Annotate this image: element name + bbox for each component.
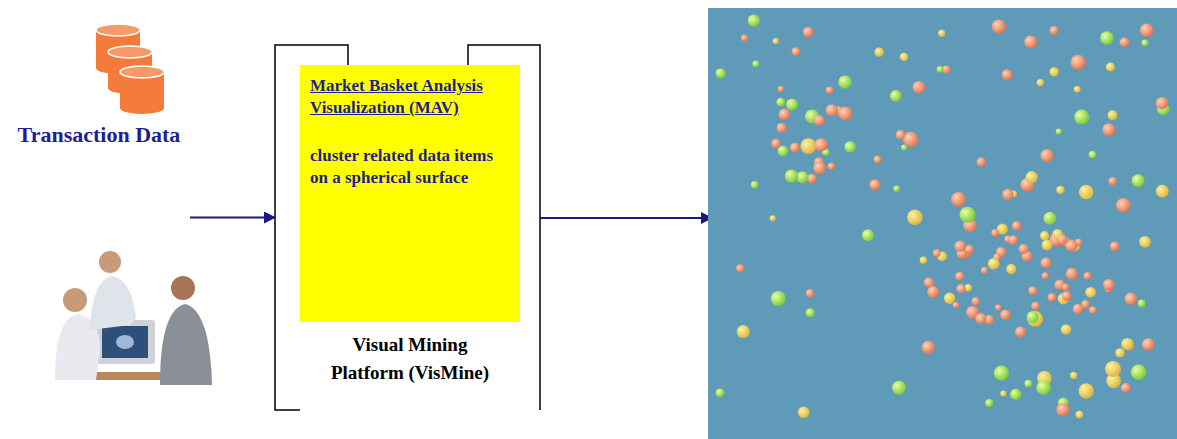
platform-label: Visual Mining Platform (VisMine) [325, 331, 495, 386]
visualization-ground [708, 8, 1177, 439]
platform-bracket [275, 45, 540, 410]
box-title: Market Basket Analysis Visualization (MA… [310, 75, 510, 119]
platform-box: Visual Mining Platform (VisMine) Market B… [275, 45, 540, 410]
output-arrow [540, 217, 712, 219]
data-source: Transaction Data [8, 20, 190, 235]
people-photo [55, 251, 212, 385]
sphere-cloud [716, 15, 1170, 419]
database-icon [96, 24, 164, 114]
process-box: Market Basket Analysis Visualization (MA… [300, 65, 520, 322]
source-label: Transaction Data [8, 122, 190, 148]
flow-arrow [190, 217, 275, 219]
box-body: cluster related data items on a spherica… [310, 145, 510, 189]
